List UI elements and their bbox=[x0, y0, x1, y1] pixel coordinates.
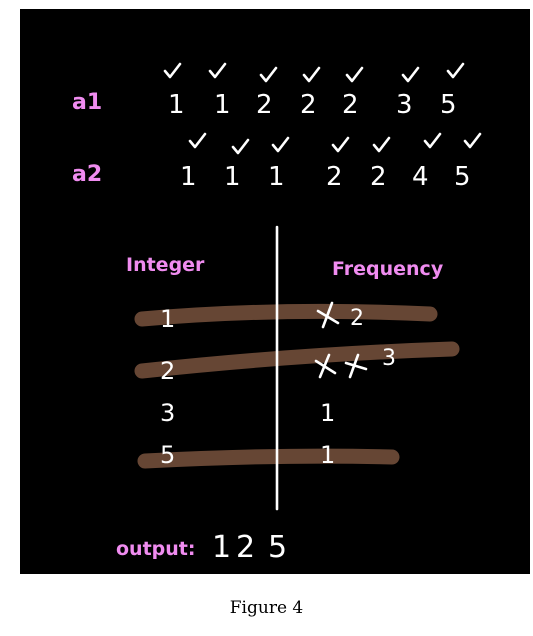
output-label: output: bbox=[116, 538, 195, 560]
tally-cross-stroke bbox=[314, 359, 337, 375]
a2-value: 1 bbox=[268, 162, 285, 192]
output-value: 5 bbox=[268, 530, 287, 565]
strike-row-1 bbox=[134, 303, 438, 327]
header-frequency: Frequency bbox=[332, 258, 444, 280]
check-mark bbox=[271, 136, 290, 153]
check-mark bbox=[463, 132, 482, 149]
a2-value: 2 bbox=[370, 162, 387, 192]
output-value: 1 bbox=[212, 530, 231, 565]
strike-row-5 bbox=[137, 448, 400, 469]
check-mark bbox=[372, 136, 391, 153]
check-mark bbox=[345, 66, 364, 83]
check-mark bbox=[259, 66, 278, 83]
a1-value: 5 bbox=[440, 90, 457, 120]
check-mark bbox=[231, 138, 250, 155]
table-frequency: 1 bbox=[320, 399, 335, 427]
a1-value: 3 bbox=[396, 90, 413, 120]
strike-row-2 bbox=[134, 341, 460, 379]
tally-cross-stroke bbox=[344, 361, 368, 371]
check-mark bbox=[446, 62, 465, 79]
output-value: 2 bbox=[236, 530, 255, 565]
check-mark bbox=[188, 132, 207, 149]
tally-cross-stroke bbox=[316, 309, 340, 325]
a2-value: 4 bbox=[412, 162, 429, 192]
a1-value: 2 bbox=[256, 90, 273, 120]
check-mark bbox=[401, 66, 420, 83]
table-integer: 5 bbox=[160, 441, 175, 469]
table-integer: 2 bbox=[160, 357, 175, 385]
a1-value: 2 bbox=[300, 90, 317, 120]
check-mark bbox=[163, 62, 182, 79]
check-mark bbox=[423, 132, 442, 149]
figure-caption: Figure 4 bbox=[229, 598, 304, 618]
a1-value: 1 bbox=[214, 90, 231, 120]
header-integer: Integer bbox=[126, 254, 205, 276]
table-integer: 3 bbox=[160, 399, 175, 427]
table-frequency: 1 bbox=[320, 441, 335, 469]
check-mark bbox=[208, 62, 227, 79]
a2-value: 1 bbox=[180, 162, 197, 192]
a2-value: 5 bbox=[454, 162, 471, 192]
table-integer: 1 bbox=[160, 305, 175, 333]
label-a2: a2 bbox=[72, 162, 102, 187]
diagram-canvas: a1 a2 1 1 2 2 2 3 5 1 1 1 2 2 4 5 In bbox=[72, 62, 482, 565]
tally-crossed bbox=[321, 301, 334, 329]
a1-value: 2 bbox=[342, 90, 359, 120]
label-a1: a1 bbox=[72, 90, 102, 115]
table-frequency: 2 bbox=[350, 306, 364, 331]
whiteboard-diagram: a1 a2 1 1 2 2 2 3 5 1 1 1 2 2 4 5 In bbox=[20, 9, 530, 574]
a2-value: 1 bbox=[224, 162, 241, 192]
check-mark bbox=[302, 66, 321, 83]
check-mark bbox=[331, 136, 350, 153]
a1-value: 1 bbox=[168, 90, 185, 120]
table-frequency: 3 bbox=[382, 346, 396, 371]
a2-value: 2 bbox=[326, 162, 343, 192]
